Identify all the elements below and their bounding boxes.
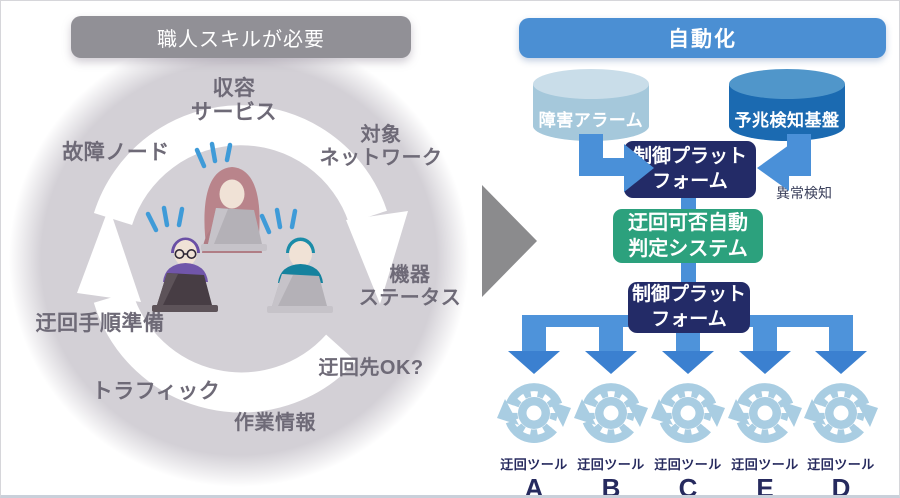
label-detour-procedure: 迂回手順準備 bbox=[35, 312, 165, 335]
tool-a-label: 迂回ツール bbox=[500, 457, 568, 472]
tool-d-letter: D bbox=[831, 473, 851, 498]
circular-arrows-icon bbox=[77, 105, 408, 413]
tool-c: 迂回ツール C bbox=[643, 454, 733, 498]
tool-b-letter: B bbox=[601, 473, 621, 498]
automation-flow-art bbox=[481, 69, 900, 498]
glasses-icon bbox=[174, 249, 197, 260]
branch-arrows bbox=[508, 315, 867, 374]
operator-man-glasses-illustration bbox=[145, 205, 218, 312]
predictive-platform-cylinder bbox=[729, 69, 845, 141]
control-platform-bottom-box: 制御プラット フォーム bbox=[628, 282, 750, 333]
tool-a-letter: A bbox=[524, 473, 544, 498]
tool-a: 迂回ツール A bbox=[489, 454, 579, 498]
manual-header: 職人スキルが必要 bbox=[71, 16, 411, 58]
connector-top bbox=[681, 197, 696, 211]
tool-e-label: 迂回ツール bbox=[731, 457, 799, 472]
tool-b: 迂回ツール B bbox=[566, 454, 656, 498]
tool-e: 迂回ツール E bbox=[720, 454, 810, 498]
judgement-system-box: 迂回可否自動 判定システム bbox=[613, 209, 763, 263]
tool-e-letter: E bbox=[756, 473, 774, 498]
gear-cycle-icon bbox=[728, 387, 802, 439]
operator-man-teal-illustration bbox=[259, 207, 333, 313]
operator-woman-illustration bbox=[194, 141, 267, 253]
alert-ticks-icon bbox=[194, 141, 233, 169]
label-detour-ok: 迂回先OK? bbox=[318, 357, 424, 379]
control-platform-top-box: 制御プラット フォーム bbox=[624, 141, 756, 198]
tool-b-label: 迂回ツール bbox=[577, 457, 645, 472]
predictive-platform-label: 予兆検知基盤 bbox=[734, 111, 840, 130]
label-traffic: トラフィック bbox=[91, 380, 221, 403]
alert-ticks-icon bbox=[145, 205, 185, 233]
tool-c-letter: C bbox=[678, 473, 698, 498]
automation-header: 自動化 bbox=[519, 18, 886, 58]
tool-d: 迂回ツール D bbox=[796, 454, 886, 498]
gear-cycle-icon bbox=[651, 387, 725, 439]
tool-d-label: 迂回ツール bbox=[807, 457, 875, 472]
fault-alarm-cylinder bbox=[533, 69, 649, 141]
label-work-info: 作業情報 bbox=[234, 412, 316, 434]
alert-ticks-icon bbox=[259, 207, 298, 235]
cycle-arrowhead-down bbox=[346, 211, 408, 304]
label-accommodation-service: 収容 サービス bbox=[191, 77, 277, 125]
fault-alarm-label: 障害アラーム bbox=[538, 111, 644, 130]
gear-cycle-icon bbox=[804, 387, 878, 439]
manual-cycle-illustration bbox=[77, 105, 408, 413]
anomaly-detection-label: 異常検知 bbox=[776, 185, 832, 201]
cycle-arrowhead-up bbox=[77, 207, 141, 302]
label-target-network: 対象 ネットワーク bbox=[319, 124, 443, 169]
tool-c-label: 迂回ツール bbox=[654, 457, 722, 472]
label-device-status: 機器 ステータス bbox=[358, 264, 462, 309]
right-triangle-arrow bbox=[482, 185, 537, 297]
gear-cycle-icon bbox=[497, 387, 571, 439]
connector-mid bbox=[681, 261, 696, 283]
label-failed-node: 故障ノード bbox=[62, 141, 170, 164]
gear-cycle-icon bbox=[574, 387, 648, 439]
